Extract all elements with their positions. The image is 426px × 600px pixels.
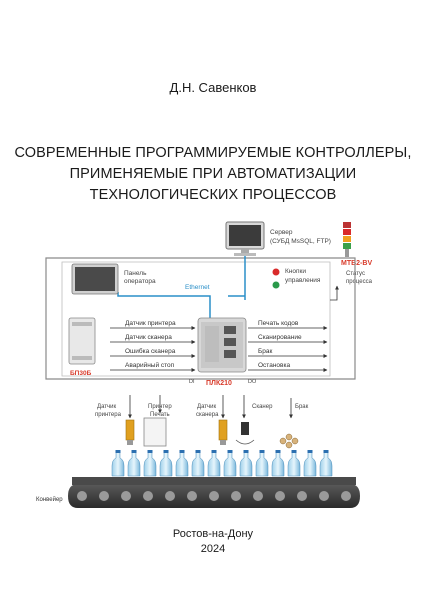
- scanner-icon: [235, 422, 255, 445]
- title-line-1: СОВРЕМЕННЫЕ ПРОГРАММИРУЕМЫЕ КОНТРОЛЛЕРЫ,: [14, 145, 412, 161]
- publication-info: Ростов-на-Дону 2024: [0, 527, 426, 557]
- book-title: СОВРЕМЕННЫЕ ПРОГРАММИРУЕМЫЕ КОНТРОЛЛЕРЫ,…: [0, 143, 426, 206]
- title-line-3: ТЕХНОЛОГИЧЕСКИХ ПРОЦЕССОВ: [89, 187, 337, 203]
- title-line-2: ПРИМЕНЯЕМЫЕ ПРИ АВТОМАТИЗАЦИИ: [69, 166, 357, 182]
- output-label-3: Брак: [258, 348, 272, 355]
- input-label-3: Ошибка сканера: [125, 347, 176, 355]
- di-label: DI: [189, 379, 195, 385]
- inner-frame: [61, 261, 331, 377]
- input-label-4: Аварийный стоп: [125, 361, 175, 369]
- output-label-1: Печать кодов: [258, 320, 299, 327]
- output-label-2: Сканирование: [258, 334, 302, 341]
- year: 2024: [200, 543, 226, 555]
- bottles-row: [111, 450, 333, 477]
- panel-label-2: оператора: [124, 278, 156, 285]
- mtb-label: MTB2-BV: [341, 260, 372, 267]
- signal-tower-icon: [343, 222, 351, 257]
- input-label-2: Датчик сканера: [125, 334, 172, 341]
- bp-label: БП30Б: [70, 370, 92, 377]
- server-monitor-icon: [225, 221, 265, 256]
- server-label-1: Сервер: [270, 229, 293, 236]
- reject-label: Брак: [295, 404, 309, 410]
- power-supply-icon: [68, 317, 96, 365]
- sensor-printer-label-1: Датчик: [97, 404, 116, 410]
- conveyor-label: Конвейер: [36, 496, 63, 503]
- buttons-label-1: Кнопки: [285, 268, 306, 275]
- buttons-label-2: управления: [285, 277, 321, 284]
- do-label: DO: [248, 379, 257, 385]
- scanner-label: Сканер: [252, 404, 273, 410]
- plc-label: ПЛК210: [206, 380, 232, 387]
- system-frame: [45, 257, 356, 380]
- ethernet-label: Ethernet: [185, 284, 210, 291]
- sensor-scanner-label-1: Датчик: [197, 404, 216, 410]
- sensor-scanner-label-2: сканера: [196, 412, 219, 418]
- stop-button-icon: [272, 268, 280, 276]
- plc-icon: [197, 317, 247, 373]
- sensor-printer-label-2: принтера: [95, 412, 122, 418]
- author-name: Д.Н. Савенков: [169, 80, 257, 95]
- input-label-1: Датчик принтера: [125, 320, 176, 327]
- start-button-icon: [272, 281, 280, 289]
- scanner-sensor-icon: [218, 419, 228, 445]
- server-label-2: (СУБД MsSQL, FTP): [270, 238, 331, 245]
- printer-label-2: Печать: [150, 412, 170, 418]
- city: Ростов-на-Дону: [172, 528, 254, 540]
- reject-device-icon: [279, 433, 299, 449]
- output-signals: Печать кодов Сканирование Брак Остановка: [248, 320, 328, 372]
- printer-sensor-icon: [125, 419, 135, 445]
- panel-label-1: Панель: [124, 270, 147, 277]
- input-signals: Датчик принтера Датчик сканера Ошибка ск…: [110, 320, 196, 372]
- operator-panel-icon: [71, 263, 119, 295]
- output-label-4: Остановка: [258, 362, 290, 369]
- printer-icon: [143, 417, 167, 447]
- status-label-2: процесса: [346, 279, 373, 285]
- conveyor-belt: [68, 477, 360, 508]
